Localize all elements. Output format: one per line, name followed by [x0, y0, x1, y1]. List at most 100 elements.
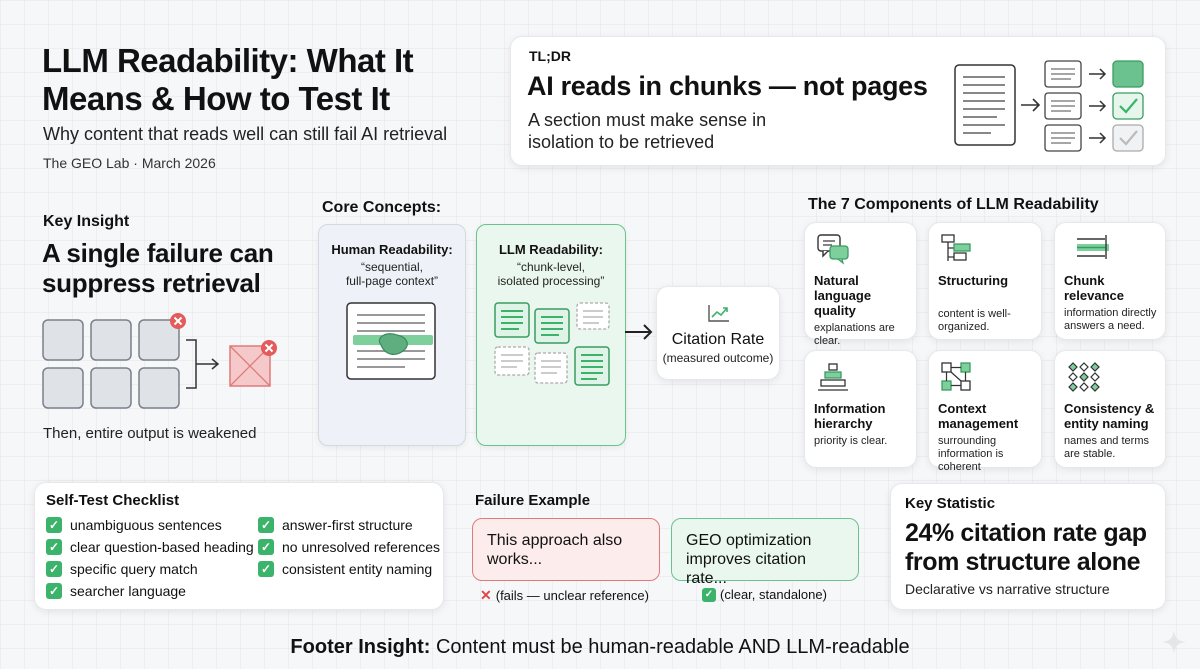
components-label: The 7 Components of LLM Readability — [808, 196, 1099, 213]
llm-readability-quote: “chunk-level, isolated processing” — [477, 260, 625, 288]
checkbox-checked-icon: ✓ — [46, 583, 62, 599]
component-description: surrounding information is coherent — [938, 435, 1004, 473]
tree-structure-icon — [941, 234, 971, 261]
human-readability-quote-line1: “sequential, — [360, 260, 424, 274]
checklist-item-label: answer-first structure — [282, 517, 413, 533]
component-title: Context management — [938, 401, 1019, 431]
chunk-solid — [534, 308, 570, 344]
failure-example-label: Failure Example — [475, 492, 591, 509]
page-subtitle: Why content that reads well can still fa… — [43, 124, 448, 144]
footer-insight-text: Content must be human-readable AND LLM-r… — [435, 636, 910, 658]
sparkle-icon — [1162, 630, 1186, 654]
human-readability-panel: Human Readability: “sequential, full-pag… — [318, 224, 466, 446]
checkbox-checked-icon: ✓ — [46, 517, 62, 533]
citation-rate-title: Citation Rate — [671, 331, 765, 348]
chunk-dashed — [494, 346, 530, 376]
self-test-checklist-card: Self-Test Checklist ✓ unambiguous sentenc… — [34, 482, 444, 610]
checklist-item-label: clear question-based heading — [70, 539, 254, 555]
component-description: explanations are clear. — [814, 322, 895, 347]
tags-icon — [1068, 362, 1100, 392]
human-readability-quote-line2: full-page context” — [345, 274, 439, 288]
page-title: LLM Readability: What It Means & How to … — [42, 42, 502, 118]
component-title: Structuring — [938, 273, 1009, 288]
key-insight-label: Key Insight — [43, 213, 130, 230]
citation-rate-subtitle: (measured outcome) — [662, 351, 774, 365]
checkbox-checked-icon: ✓ — [46, 539, 62, 555]
key-statistic-headline: 24% citation rate gap from structure alo… — [905, 519, 1147, 577]
checklist-item: ✓ unambiguous sentences — [46, 514, 254, 536]
failure-example-bad-caption: (fails — unclear reference) — [495, 588, 649, 603]
check-icon — [1119, 98, 1138, 114]
human-readability-title: Human Readability: — [331, 242, 453, 257]
chunk-solid — [494, 302, 530, 338]
key-statistic-headline-line1: 24% citation rate gap — [905, 519, 1147, 547]
check-icon — [1119, 130, 1138, 146]
page-to-chunks-illustration — [954, 60, 1144, 152]
failure-example-good-box: GEO optimization improves citation rate.… — [671, 518, 859, 587]
tldr-label: TL;DR — [529, 48, 571, 64]
component-title: Natural language quality — [814, 273, 872, 318]
key-insight-headline-line1: A single failure can — [42, 238, 274, 268]
component-description: names and terms are stable. — [1064, 435, 1149, 460]
component-description: priority is clear. — [814, 435, 888, 447]
llm-readability-title: LLM Readability: — [498, 242, 603, 257]
highlight-lines-icon — [1077, 235, 1109, 259]
citation-rate-card: Citation Rate (measured outcome) — [656, 286, 780, 380]
component-description: content is well-organized. — [938, 308, 1011, 333]
key-statistic-card: Key Statistic 24% citation rate gap from… — [890, 483, 1166, 610]
component-card-consistency-entity-naming: Consistency & entity naming names and te… — [1054, 350, 1166, 468]
key-insight-caption: Then, entire output is weakened — [43, 425, 257, 442]
connected-nodes-icon — [941, 362, 971, 391]
failure-example-good-caption: (clear, standalone) — [720, 587, 827, 602]
tldr-body-line2: isolation to be retrieved — [528, 132, 715, 152]
component-title: Consistency & entity naming — [1064, 401, 1155, 431]
llm-readability-quote-line1: “chunk-level, — [516, 260, 586, 274]
failure-example-good-caption-row: ✓ (clear, standalone) — [702, 587, 827, 602]
arrow-right-icon — [625, 324, 653, 340]
checklist-item-label: no unresolved references — [282, 539, 440, 555]
chunk-dashed — [534, 352, 568, 384]
component-card-chunk-relevance: Chunk relevance information directly ans… — [1054, 222, 1166, 340]
chunk-dashed — [576, 302, 610, 330]
checklist-item-label: consistent entity naming — [282, 561, 433, 577]
checklist-label: Self-Test Checklist — [46, 492, 180, 509]
key-insight-headline-line2: suppress retrieval — [42, 268, 261, 298]
error-icon — [170, 313, 186, 329]
component-card-information-hierarchy: Information hierarchy priority is clear. — [804, 350, 917, 468]
checkbox-checked-icon: ✓ — [258, 561, 274, 577]
footer-insight: Footer Insight: Content must be human-re… — [0, 636, 1200, 659]
error-icon — [261, 340, 277, 356]
footer-insight-label: Footer Insight: — [290, 636, 431, 658]
page-title-line2: Means & How to Test It — [42, 80, 390, 117]
component-description: information directly answers a need. — [1064, 307, 1157, 332]
tldr-headline: AI reads in chunks — not pages — [527, 71, 928, 101]
chunk-row-2 — [1044, 92, 1144, 120]
checklist-column-1: ✓ unambiguous sentences ✓ clear question-b… — [46, 514, 254, 602]
human-readability-quote: “sequential, full-page context” — [319, 260, 465, 288]
checklist-item: ✓answer-first structure — [258, 514, 440, 536]
checklist-item: ✓ consistent entity naming — [258, 558, 440, 580]
key-statistic-label: Key Statistic — [905, 495, 996, 512]
checklist-item-label: unambiguous sentences — [70, 517, 222, 533]
component-card-natural-language-quality: Natural language quality explanations ar… — [804, 222, 917, 347]
tldr-card: TL;DR AI reads in chunks — not pages A s… — [510, 36, 1166, 166]
llm-readability-quote-line2: isolated processing” — [497, 274, 605, 288]
trend-chart-icon — [708, 305, 729, 322]
pyramid-icon — [818, 363, 848, 391]
key-statistic-caption: Declarative vs narrative structure — [905, 581, 1110, 597]
llm-readability-panel: LLM Readability: “chunk-level, isolated … — [476, 224, 626, 446]
cross-icon: ✕ — [480, 587, 492, 603]
byline: The GEO Lab · March 2026 — [43, 155, 216, 171]
failure-example-bad-caption-row: ✕ (fails — unclear reference) — [480, 587, 649, 604]
checklist-item: ✓searcher language — [46, 580, 254, 602]
checklist-item: ✓specific query match — [46, 558, 254, 580]
key-statistic-headline-line2: from structure alone — [905, 548, 1141, 576]
checklist-item-label: specific query match — [70, 561, 198, 577]
core-concepts-label: Core Concepts: — [322, 199, 442, 216]
checklist-item: ✓ no unresolved references — [258, 536, 440, 558]
chunk-row-3 — [1044, 124, 1144, 152]
full-page-reading-icon — [346, 302, 436, 380]
chat-bubbles-icon — [817, 234, 849, 265]
key-insight-headline: A single failure can suppress retrieval — [42, 238, 274, 298]
checkbox-checked-icon: ✓ — [258, 539, 274, 555]
